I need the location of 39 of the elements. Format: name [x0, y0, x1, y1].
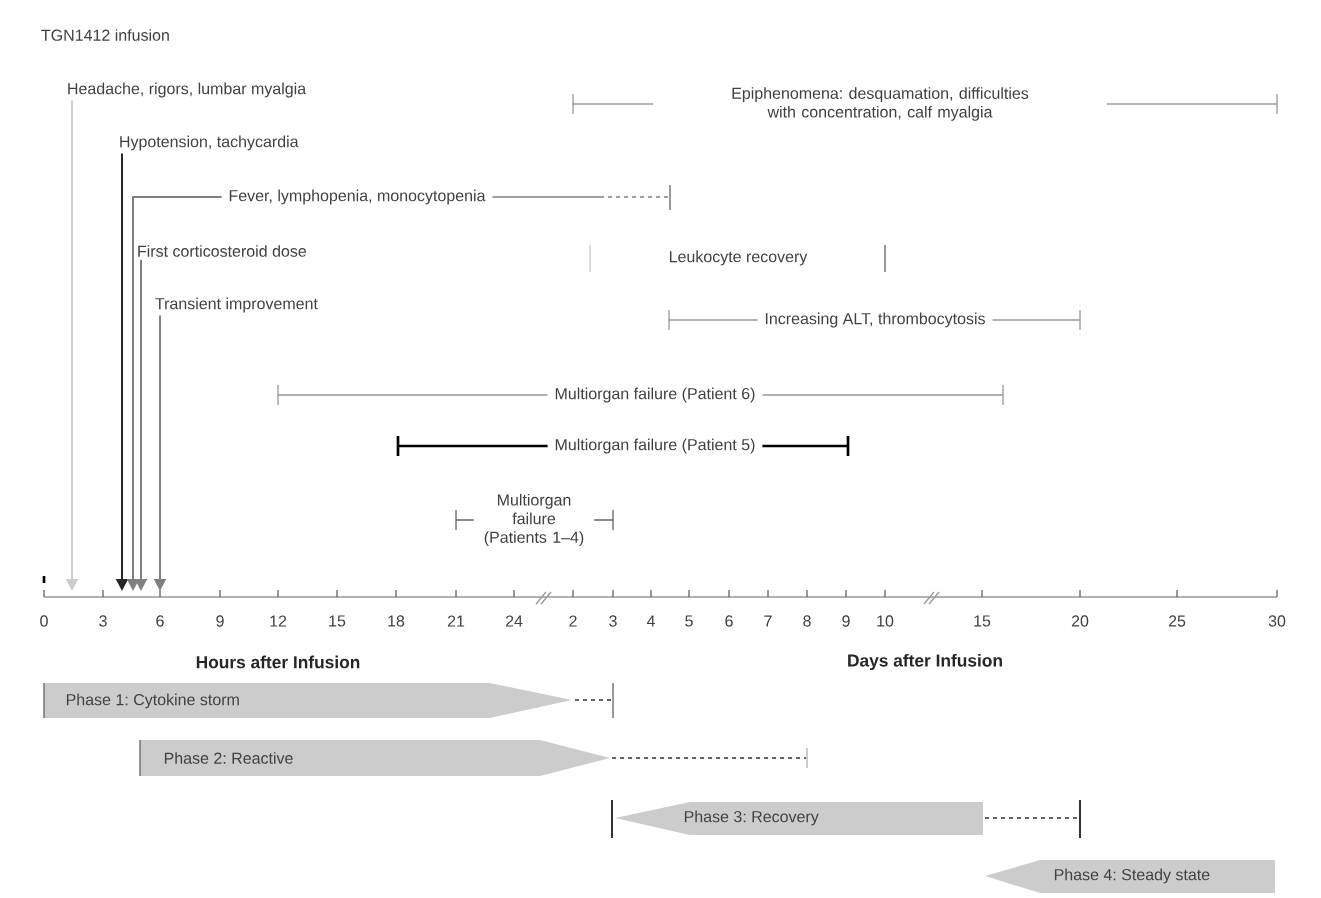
event-label: Multiorgan failure (Patient 6) — [555, 387, 755, 403]
tick-label: 3 — [609, 615, 617, 627]
tick-label: 12 — [270, 615, 287, 627]
tick-label: 3 — [99, 615, 107, 627]
event-label: Increasing ALT, thrombocytosis — [765, 312, 985, 328]
event-label: Multiorgan failure (Patients 1–4) — [484, 493, 584, 547]
tick-label: 6 — [725, 615, 733, 627]
event-label: Transient improvement — [155, 297, 318, 313]
tick-label: 8 — [803, 615, 811, 627]
event-label: Leukocyte recovery — [669, 250, 808, 266]
event-label: Headache, rigors, lumbar myalgia — [68, 82, 307, 98]
tick-label: 9 — [842, 615, 850, 627]
tick-label: 30 — [1268, 615, 1286, 627]
tick-label: 4 — [646, 615, 655, 627]
tick-label: 0 — [40, 615, 48, 627]
phase-band: Phase 3: Recovery — [615, 802, 983, 835]
tick-label: 6 — [156, 615, 164, 627]
event-label: First corticosteroid dose — [138, 245, 307, 257]
tick-label: 20 — [1071, 615, 1089, 627]
tick-label: 15 — [974, 615, 991, 627]
tick-label: 10 — [877, 615, 894, 627]
event-label: Multiorgan failure (Patient 5) — [555, 438, 755, 454]
phase-band: Phase 1: Cytokine storm — [43, 682, 572, 719]
phase-band: Phase 2: Reactive — [139, 739, 610, 777]
tick-label: 7 — [764, 615, 772, 627]
event-label: Epiphenomena: desquamation, difficulties with concentration, calf myalgia — [732, 87, 1029, 121]
phase-band: Phase 4: Steady state — [985, 860, 1275, 893]
tick-label: 21 — [447, 615, 465, 627]
tick-label: 25 — [1168, 615, 1186, 627]
event-label: Hypotension, tachycardia — [120, 135, 299, 151]
tick-label: 2 — [569, 615, 577, 627]
tick-label: 18 — [388, 615, 405, 627]
tick-label: 9 — [216, 615, 224, 627]
event-label: TGN1412 infusion — [41, 29, 169, 41]
tick-label: 24 — [505, 615, 523, 627]
tick-label: 15 — [329, 615, 346, 627]
tick-label: 5 — [685, 615, 693, 627]
event-label: Fever, lymphopenia, monocytopenia — [229, 189, 486, 205]
axis-title: Days after Infusion — [848, 653, 1002, 671]
